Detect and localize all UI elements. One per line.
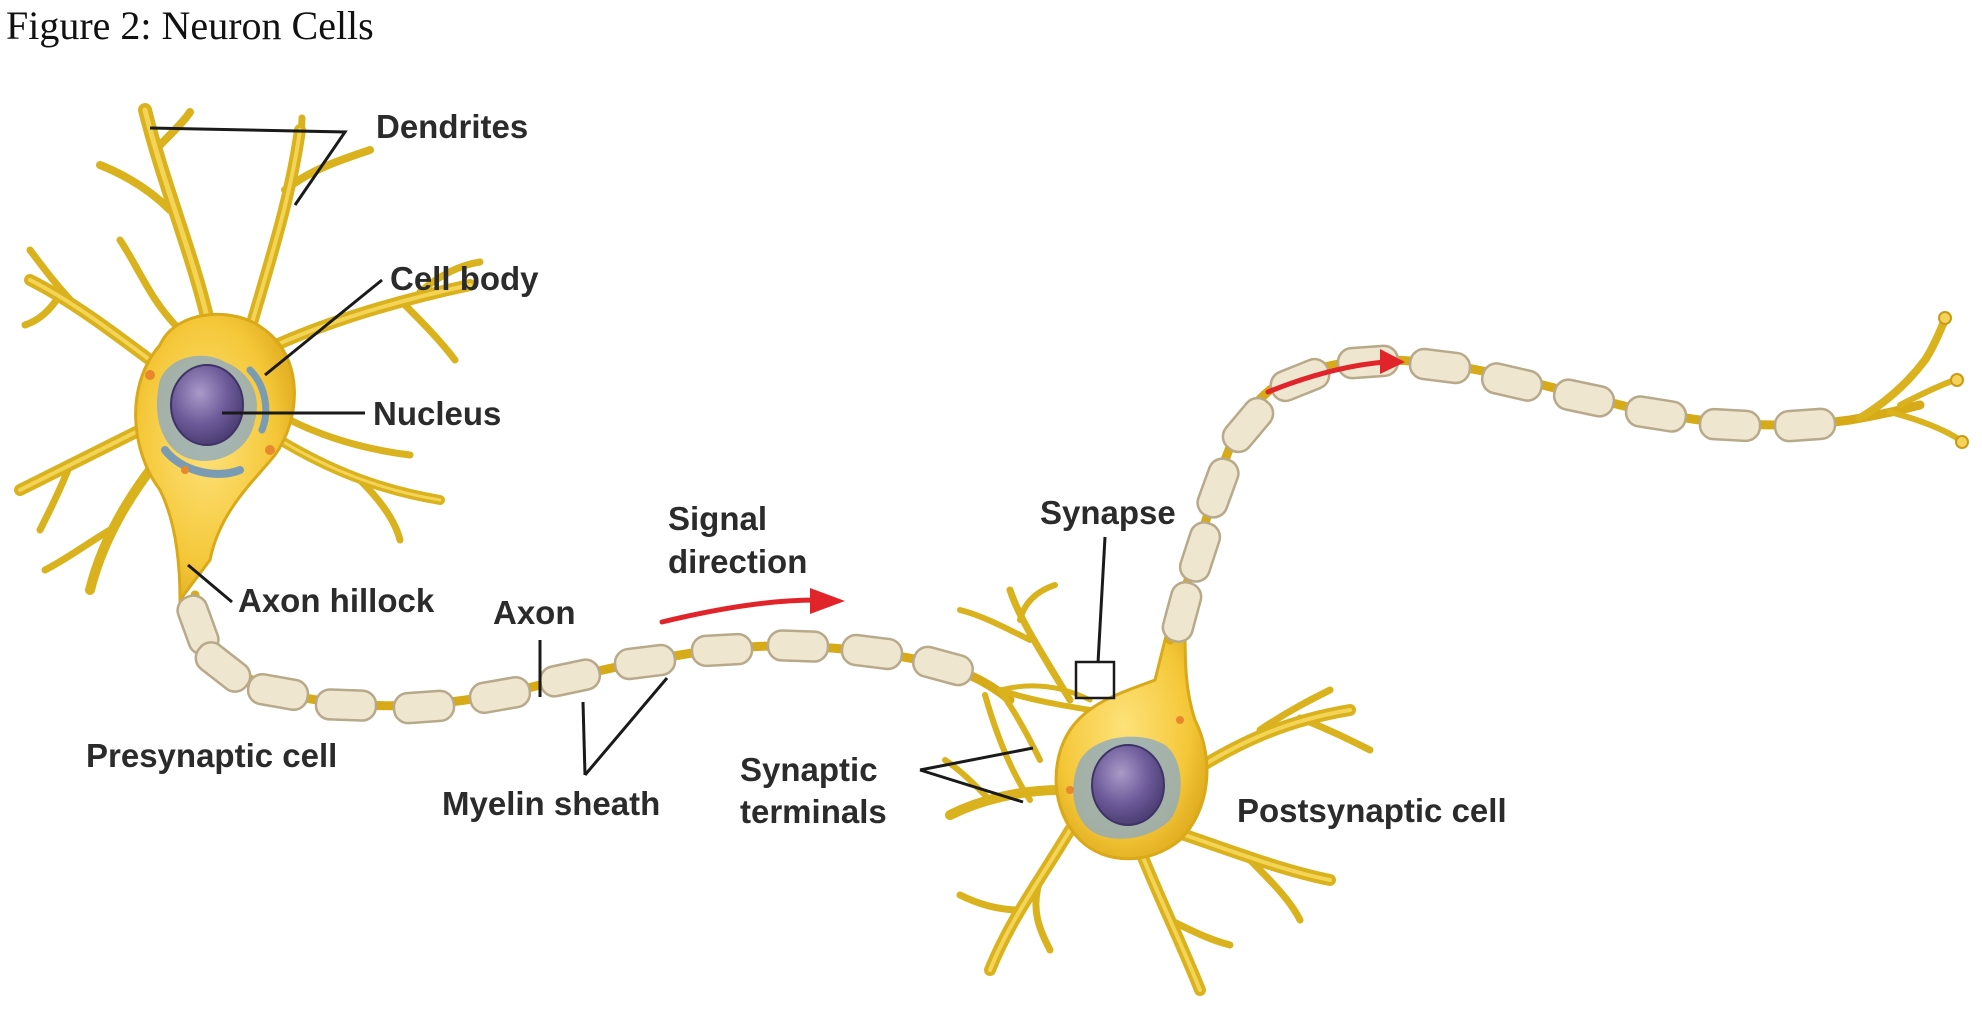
postsynaptic-nucleus <box>1091 744 1165 826</box>
label-axon-hillock: Axon hillock <box>238 582 435 619</box>
presynaptic-dendrites <box>14 103 484 595</box>
presynaptic-neuron <box>14 103 484 605</box>
signal-arrow-1 <box>659 588 845 625</box>
label-synaptic-line2: terminals <box>740 793 887 830</box>
label-axon: Axon <box>493 594 576 631</box>
presynaptic-nucleus <box>170 364 244 446</box>
leader-cell-body <box>264 278 383 377</box>
leader-synaptic-terminals <box>919 746 1034 804</box>
signal-arrow-2 <box>1265 349 1405 395</box>
leader-dendrites <box>149 126 348 206</box>
leader-myelin-sheath <box>581 677 669 776</box>
label-nucleus: Nucleus <box>373 395 501 432</box>
leader-axon-hillock <box>187 563 233 604</box>
postsynaptic-neuron <box>942 582 1374 996</box>
label-cell-body: Cell body <box>390 260 539 297</box>
figure-caption: Figure 2: Neuron Cells <box>6 3 374 48</box>
label-signal-line1: Signal <box>668 500 767 537</box>
synapse-box <box>1074 660 1116 700</box>
label-synapse: Synapse <box>1040 494 1176 531</box>
label-presynaptic-cell: Presynaptic cell <box>86 737 337 774</box>
leader-synapse <box>1096 536 1107 664</box>
postsynaptic-myelin-sheath <box>1161 344 1837 643</box>
leader-lines <box>149 126 1107 804</box>
label-postsynaptic-cell: Postsynaptic cell <box>1237 792 1507 829</box>
labels: Dendrites Cell body Nucleus Axon hillock… <box>86 108 1507 830</box>
label-myelin-sheath: Myelin sheath <box>442 785 660 822</box>
label-signal-line2: direction <box>668 543 807 580</box>
label-synaptic-line1: Synaptic <box>740 751 878 788</box>
postsynaptic-axon <box>1165 311 1969 645</box>
label-dendrites: Dendrites <box>376 108 528 145</box>
